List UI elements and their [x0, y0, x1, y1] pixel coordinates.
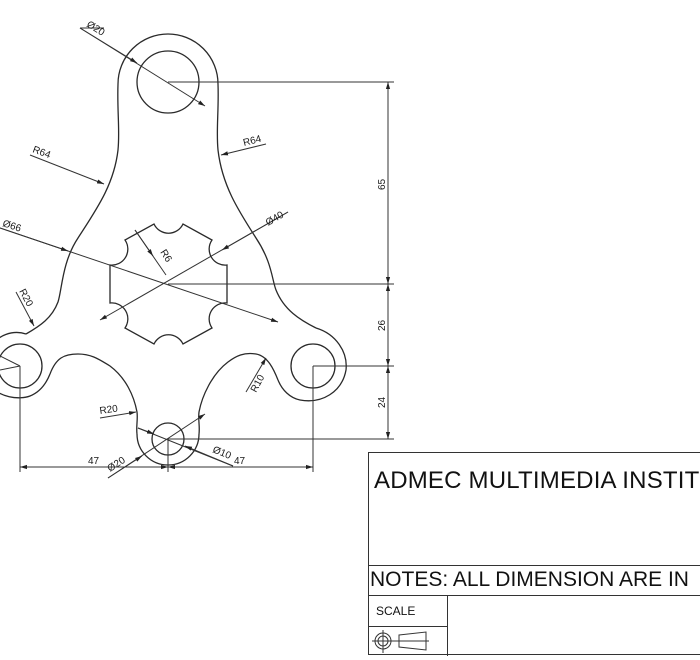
- title-block-scale-cell: SCALE: [369, 596, 448, 627]
- vertical-26-label: 26: [377, 319, 388, 331]
- vertical-24-label: 24: [377, 396, 388, 408]
- left-hole: [0, 343, 43, 389]
- first-angle-projection-icon: [372, 630, 429, 653]
- bottom-right-lobe-outline: [198, 352, 279, 435]
- horizontal-left-47-label: 47: [88, 456, 100, 467]
- institute-title: ADMEC MULTIMEDIA INSTIT: [374, 467, 700, 494]
- title-block-notes-cell: NOTES: ALL DIMENSION ARE IN: [369, 566, 700, 596]
- title-block-title-cell: ADMEC MULTIMEDIA INSTIT: [369, 453, 700, 566]
- title-block-projection-cell: [369, 627, 448, 656]
- bottom-left-r20-label: R20: [99, 403, 119, 417]
- dimension-lines: Ø20 R64 R64 Ø66 Ø40 R6 R20 R20 R10: [0, 19, 394, 479]
- right-boss-outline: [277, 327, 347, 402]
- left-r64-label: R64: [31, 144, 52, 161]
- horizontal-right-47-label: 47: [234, 456, 246, 467]
- vertical-65-label: 65: [377, 178, 388, 190]
- scale-label: SCALE: [376, 604, 416, 618]
- title-block-blank-cell: [448, 596, 700, 656]
- bottom-right-r10-label: R10: [249, 373, 268, 395]
- left-boss-outline: [0, 331, 51, 399]
- title-block: ADMEC MULTIMEDIA INSTIT NOTES: ALL DIMEN…: [368, 452, 700, 656]
- top-boss-outline: [117, 33, 219, 85]
- right-flank-outline: [216, 83, 317, 329]
- gear-scallop-label: R6: [157, 248, 173, 265]
- part-outline: [0, 33, 347, 466]
- outer-dia-label: Ø66: [1, 218, 23, 234]
- left-flank-outline: [25, 83, 120, 335]
- gear-dia-label: Ø40: [264, 209, 286, 228]
- right-r64-label: R64: [242, 134, 263, 149]
- top-hole-dia-label: Ø20: [84, 19, 106, 39]
- bottom-outer-dia-label: Ø20: [106, 455, 128, 475]
- bottom-left-lobe-outline: [49, 353, 138, 435]
- notes-text: NOTES: ALL DIMENSION ARE IN: [370, 568, 689, 591]
- bottom-inner-dia-label: Ø10: [211, 445, 233, 462]
